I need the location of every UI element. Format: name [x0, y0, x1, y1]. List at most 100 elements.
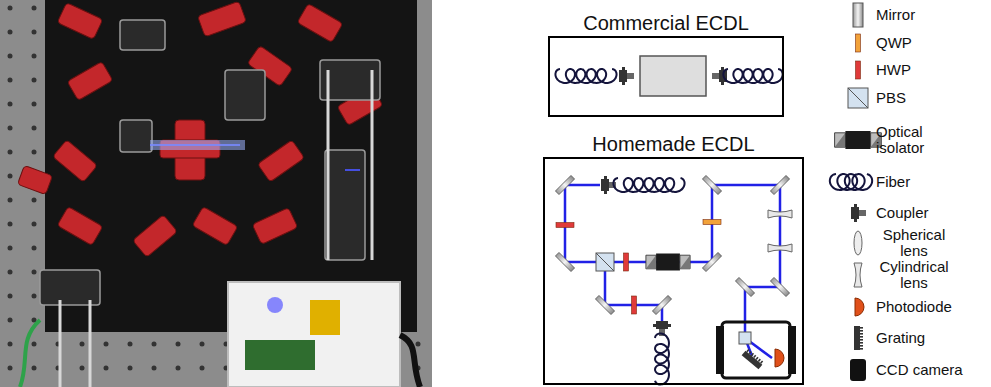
grating-symbol — [755, 357, 758, 360]
ecdl-box: Homemade ECDL — [543, 157, 804, 385]
red-mount — [57, 206, 103, 245]
breadboard-hole — [128, 366, 133, 371]
legend-label: Grating — [876, 330, 986, 346]
legend-label: QWP — [876, 35, 986, 51]
breadboard-hole — [8, 150, 13, 155]
grating-symbol — [742, 351, 763, 370]
breadboard-hole — [8, 54, 13, 59]
laser-beam — [565, 185, 780, 332]
breadboard-hole — [8, 294, 13, 299]
black-mount — [120, 120, 152, 152]
mirror-symbol — [770, 175, 789, 194]
isolator-symbol — [680, 255, 690, 269]
breadboard-hole — [416, 342, 421, 347]
grating-symbol — [860, 330, 863, 332]
mirror-symbol — [652, 295, 671, 314]
grating-symbol — [860, 342, 863, 344]
hwp-symbol — [632, 296, 637, 314]
legend-label: Fiber — [876, 174, 986, 190]
cable — [400, 335, 420, 387]
breadboard-hole — [8, 30, 13, 35]
isolator-symbol — [646, 255, 656, 269]
fiber-cable — [20, 320, 40, 387]
legend-label: Mirror — [876, 7, 986, 23]
camera-symbol — [850, 359, 866, 381]
cylindrical-lens-symbol — [854, 263, 862, 287]
red-mount — [297, 3, 343, 42]
cylindrical-lens-symbol — [768, 210, 792, 218]
grating-symbol — [860, 327, 863, 329]
breadboard-hole — [32, 294, 37, 299]
photodiode-symbol — [775, 349, 784, 367]
grating-symbol — [860, 333, 863, 335]
qwp-symbol — [856, 34, 861, 52]
legend-label: Photodiode — [876, 299, 986, 315]
rail — [371, 70, 374, 260]
coupler-symbol — [604, 176, 607, 194]
black-mount — [40, 270, 100, 305]
grating-symbol — [742, 348, 765, 369]
grating-symbol — [758, 359, 761, 362]
breadboard-hole — [8, 222, 13, 227]
qwp-symbol — [703, 220, 721, 225]
hwp-symbol — [856, 61, 861, 79]
breadboard-hole — [152, 342, 157, 347]
breadboard-hole — [8, 270, 13, 275]
breadboard-hole — [32, 78, 37, 83]
isolator-symbol — [646, 255, 656, 269]
coupler-symbol — [712, 73, 719, 79]
mirror-symbol — [702, 252, 721, 271]
red-mount — [17, 165, 52, 194]
isolator-symbol — [845, 131, 870, 149]
rail — [327, 70, 330, 260]
breadboard-hole — [32, 366, 37, 371]
spherical-lens-symbol — [854, 231, 862, 255]
breadboard-hole — [32, 6, 37, 11]
red-mount — [67, 61, 113, 100]
breadboard-hole — [8, 126, 13, 131]
setup-photo — [0, 0, 432, 387]
legend-label: Optical isolator — [876, 124, 952, 156]
legend-label: Coupler — [876, 205, 986, 221]
grating-symbol — [860, 336, 863, 338]
isolator-symbol — [835, 131, 882, 149]
laser-head — [640, 56, 706, 96]
breadboard-hole — [200, 366, 205, 371]
fiber-symbol — [555, 69, 616, 83]
breadboard-hole — [8, 174, 13, 179]
breadboard-hole — [32, 150, 37, 155]
breadboard-hole — [8, 198, 13, 203]
grating-symbol — [860, 348, 863, 350]
breadboard-hole — [32, 270, 37, 275]
breadboard-hole — [32, 126, 37, 131]
breadboard-hole — [80, 366, 85, 371]
grating-symbol — [854, 326, 860, 350]
breadboard-hole — [32, 222, 37, 227]
coupler-symbol — [622, 67, 625, 85]
breadboard-hole — [32, 342, 37, 347]
breadboard-hole — [8, 78, 13, 83]
black-mount — [325, 150, 365, 260]
pbs-symbol — [848, 88, 868, 108]
isolator-symbol — [835, 133, 846, 147]
fiber-symbol — [723, 69, 782, 83]
mirror-symbol — [595, 295, 614, 314]
coupler-symbol — [851, 204, 866, 222]
coupler-symbol — [653, 324, 671, 327]
grating-symbol — [753, 355, 756, 358]
cylindrical-lens-symbol — [854, 263, 862, 287]
rail — [89, 300, 92, 387]
fiber-symbol — [655, 333, 669, 384]
grating-symbol — [860, 339, 863, 341]
red-mount — [133, 215, 178, 258]
legend-label: Cylindrical lens — [876, 259, 952, 291]
breadboard-hole — [8, 366, 13, 371]
cylindrical-lens-symbol — [768, 210, 792, 218]
mirror-symbol — [702, 175, 721, 194]
mirror-symbol — [853, 3, 863, 27]
coupler-symbol — [854, 204, 857, 222]
commercial-ecdl-drawing — [555, 56, 782, 96]
beam-splitter-symbol — [739, 332, 751, 344]
isolator-symbol — [646, 254, 690, 271]
